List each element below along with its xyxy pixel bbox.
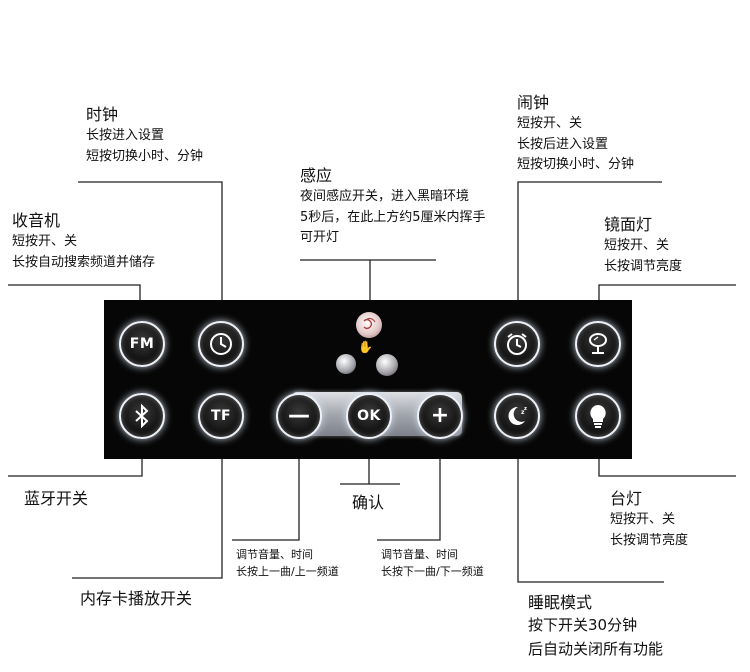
minus-callout-line	[232, 437, 300, 541]
confirm-label: 确认	[352, 492, 384, 514]
minus-icon: —	[288, 403, 310, 428]
moon-sleep-icon: z z	[508, 406, 527, 425]
tf-card-label: 内存卡播放开关	[80, 588, 192, 610]
volume-up-button[interactable]: +	[417, 393, 463, 439]
confirm-title: 确认	[352, 493, 385, 512]
mirror-light-label: 镜面灯 短按开、关 长按调节亮度	[604, 214, 682, 277]
alarm-callout-line	[517, 181, 662, 316]
volume-down-button[interactable]: —	[276, 393, 322, 439]
hand-icon: ✋	[358, 340, 373, 354]
desk-lamp-button[interactable]	[575, 393, 621, 439]
sensor-title: 感应	[300, 166, 333, 185]
clock-callout-line	[78, 181, 223, 316]
svg-text:z: z	[524, 406, 527, 412]
sensor-led-right	[376, 354, 398, 376]
mirror-light-line-2: 长按调节亮度	[604, 258, 683, 274]
sensor-line-1: 夜间感应开关，进入黑暗环境	[300, 189, 470, 205]
desk-lamp-title: 台灯	[610, 489, 643, 508]
volume-down-label: 调节音量、时间 长按上一曲/上一频道	[236, 546, 339, 580]
tf-card-button[interactable]: TF	[198, 393, 244, 439]
radio-label: 收音机 短按开、关 长按自动搜索频道并储存	[12, 210, 155, 273]
volume-up-line-2: 长按下一曲/下一频道	[381, 565, 484, 579]
ok-button[interactable]: OK	[346, 393, 392, 439]
alarm-button[interactable]	[494, 321, 540, 367]
bluetooth-button[interactable]	[119, 393, 165, 439]
alarm-line-2: 长按后进入设置	[517, 136, 609, 152]
bluetooth-icon	[135, 403, 149, 429]
volume-down-line-2: 长按上一曲/上一频道	[236, 565, 339, 579]
alarm-label: 闹钟 短按开、关 长按后进入设置 短按切换小时、分钟	[517, 92, 634, 175]
sensor-led-left	[336, 354, 356, 374]
desk-lamp-label: 台灯 短按开、关 长按调节亮度	[610, 488, 688, 551]
radio-line-1: 短按开、关	[12, 234, 78, 250]
plus-icon: +	[430, 403, 450, 428]
alarm-title: 闹钟	[517, 93, 550, 112]
radio-title: 收音机	[12, 211, 61, 230]
mirror-light-title: 镜面灯	[604, 215, 653, 234]
volume-up-line-1: 调节音量、时间	[381, 548, 458, 561]
fm-radio-button[interactable]: FM	[119, 321, 165, 367]
alarm-line-3: 短按切换小时、分钟	[517, 156, 635, 172]
radio-line-2: 长按自动搜索频道并储存	[12, 254, 156, 270]
clock-icon	[210, 333, 232, 355]
bluetooth-label: 蓝牙开关	[24, 488, 88, 510]
ok-callout-line	[340, 437, 400, 485]
alarm-line-1: 短按开、关	[517, 116, 583, 132]
sleep-mode-line-1: 按下开关30分钟	[528, 616, 638, 635]
sensor-line-2: 5秒后，在此上方约5厘米内挥手	[300, 209, 486, 225]
clock-button[interactable]	[198, 321, 244, 367]
mirror-light-line-1: 短按开、关	[604, 238, 670, 254]
plus-callout-line	[377, 437, 441, 541]
bluetooth-title: 蓝牙开关	[24, 489, 89, 508]
mirror-light-button[interactable]	[575, 321, 621, 367]
sleep-mode-title: 睡眠模式	[528, 593, 593, 612]
desk-lamp-line-1: 短按开、关	[610, 512, 676, 528]
clock-line-2: 短按切换小时、分钟	[86, 148, 204, 164]
alarm-clock-icon	[507, 333, 527, 355]
svg-text:z: z	[521, 409, 525, 416]
volume-down-line-1: 调节音量、时间	[236, 548, 313, 561]
sleep-callout-line	[517, 437, 664, 583]
tf-card-title: 内存卡播放开关	[80, 589, 193, 608]
ok-label: OK	[357, 408, 381, 424]
fm-label: FM	[129, 336, 155, 352]
bulb-icon	[590, 405, 606, 428]
sensor-label: 感应 夜间感应开关，进入黑暗环境 5秒后，在此上方约5厘米内挥手 可开灯	[300, 165, 486, 248]
sleep-mode-label: 睡眠模式 按下开关30分钟 后自动关闭所有功能	[528, 592, 663, 661]
sensor-line-3: 可开灯	[300, 229, 340, 245]
mirror-lamp-icon	[589, 333, 607, 354]
tf-label: TF	[210, 408, 232, 424]
tf-callout-line	[72, 437, 223, 579]
desk-lamp-line-2: 长按调节亮度	[610, 532, 689, 548]
clock-line-1: 长按进入设置	[86, 128, 165, 144]
clock-label: 时钟 长按进入设置 短按切换小时、分钟	[86, 104, 203, 167]
clock-title: 时钟	[86, 105, 119, 124]
sleep-mode-line-2: 后自动关闭所有功能	[528, 639, 664, 658]
sleep-mode-button[interactable]: z z	[494, 393, 540, 439]
volume-up-label: 调节音量、时间 长按下一曲/下一频道	[381, 546, 484, 580]
hand-wave-sensor-icon	[356, 312, 382, 338]
